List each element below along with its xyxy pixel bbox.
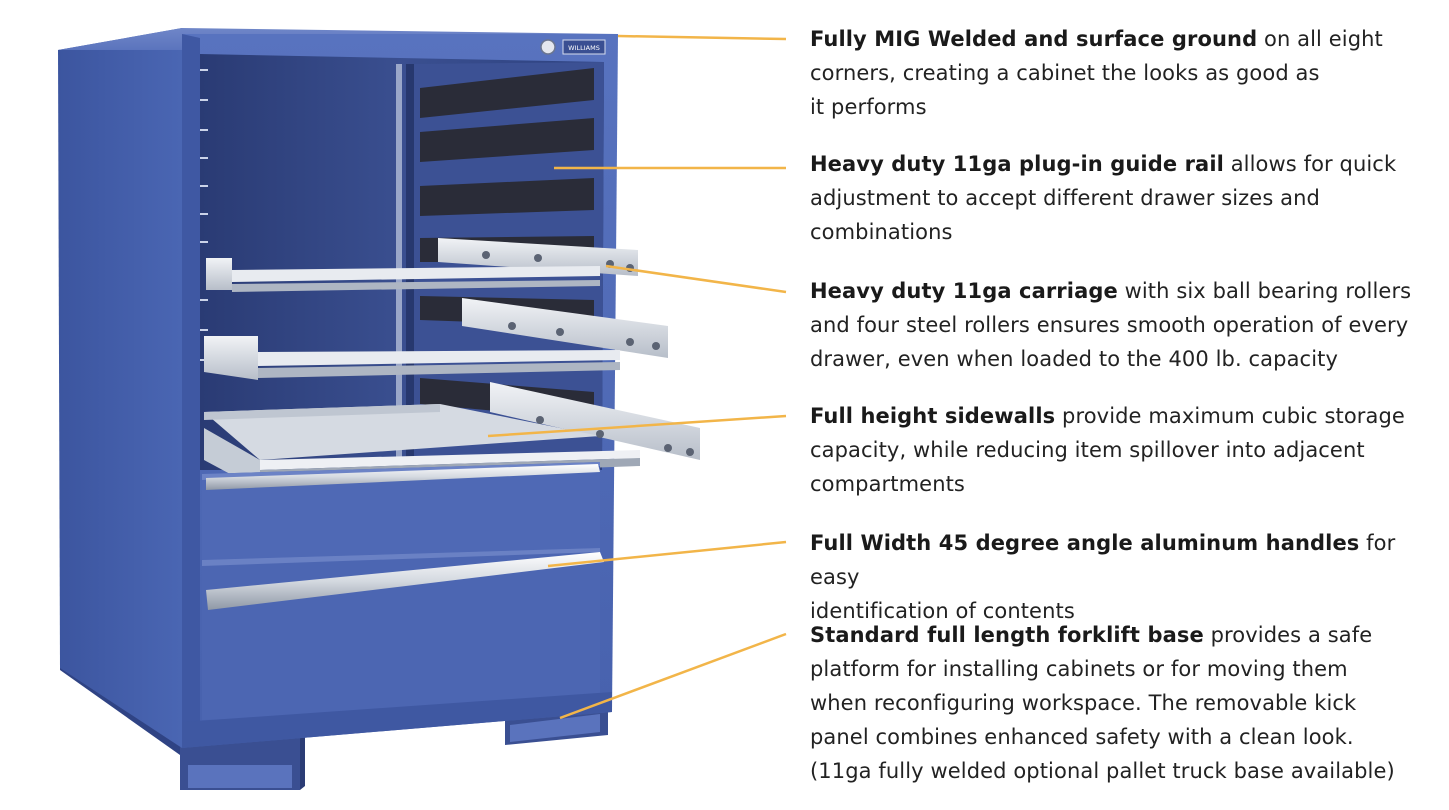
- feature-forklift-base-text: when reconfiguring workspace. The remova…: [810, 691, 1357, 715]
- feature-handles: Full Width 45 degree angle aluminum hand…: [810, 526, 1435, 628]
- feature-guide-rail-text: allows for quick: [1223, 152, 1397, 176]
- feature-welded-text: corners, creating a cabinet the looks as…: [810, 61, 1320, 85]
- feature-welded-title: Fully MIG Welded and surface ground: [810, 27, 1258, 51]
- drawer-handle-1: [206, 464, 600, 490]
- kick-panel: [182, 692, 612, 748]
- feature-sidewalls-text: provide maximum cubic storage: [1055, 404, 1405, 428]
- feature-forklift-base-title: Standard full length forklift base: [810, 623, 1204, 647]
- carriage-1: [206, 238, 638, 292]
- feature-carriage-title: Heavy duty 11ga carriage: [810, 279, 1118, 303]
- feature-guide-rail-text: combinations: [810, 220, 953, 244]
- feature-handles-title: Full Width 45 degree angle aluminum hand…: [810, 531, 1360, 555]
- feature-carriage-text: drawer, even when loaded to the 400 lb. …: [810, 347, 1338, 371]
- feature-handles-text: identification of contents: [810, 599, 1075, 623]
- sidewall-slots: [200, 69, 208, 361]
- feature-welded-text: on all eight: [1257, 27, 1383, 51]
- feature-sidewalls-text: capacity, while reducing item spillover …: [810, 438, 1365, 462]
- brand-logo-text: WILLIAMS: [568, 44, 600, 52]
- brand-logo: [562, 39, 606, 55]
- feature-forklift-base-text: provides a safe: [1203, 623, 1373, 647]
- feature-forklift-base-text: (11ga fully welded optional pallet truck…: [810, 759, 1395, 783]
- feature-welded: Fully MIG Welded and surface ground on a…: [810, 22, 1435, 124]
- feature-guide-rail: Heavy duty 11ga plug-in guide rail allow…: [810, 147, 1435, 249]
- feature-sidewalls-text: compartments: [810, 472, 965, 496]
- feature-guide-rail-text: adjustment to accept different drawer si…: [810, 186, 1320, 210]
- carriage-2: [204, 298, 668, 380]
- feature-carriage: Heavy duty 11ga carriage with six ball b…: [810, 274, 1435, 376]
- feature-carriage-text: with six ball bearing rollers: [1117, 279, 1412, 303]
- feature-guide-rail-title: Heavy duty 11ga plug-in guide rail: [810, 152, 1224, 176]
- feature-forklift-base-text: platform for installing cabinets or for …: [810, 657, 1348, 681]
- feature-forklift-base: Standard full length forklift base provi…: [810, 618, 1435, 788]
- lock-icon: [540, 39, 556, 55]
- drawer-handle-2: [206, 552, 604, 610]
- feature-forklift-base-text: panel combines enhanced safety with a cl…: [810, 725, 1354, 749]
- feature-carriage-text: and four steel rollers ensures smooth op…: [810, 313, 1409, 337]
- cabinet-side-panel: [58, 28, 182, 748]
- feature-sidewalls: Full height sidewalls provide maximum cu…: [810, 399, 1435, 501]
- feature-handles-text: for easy: [810, 531, 1396, 589]
- feature-sidewalls-title: Full height sidewalls: [810, 404, 1056, 428]
- feature-welded-text: it performs: [810, 95, 927, 119]
- guide-post: [396, 64, 402, 464]
